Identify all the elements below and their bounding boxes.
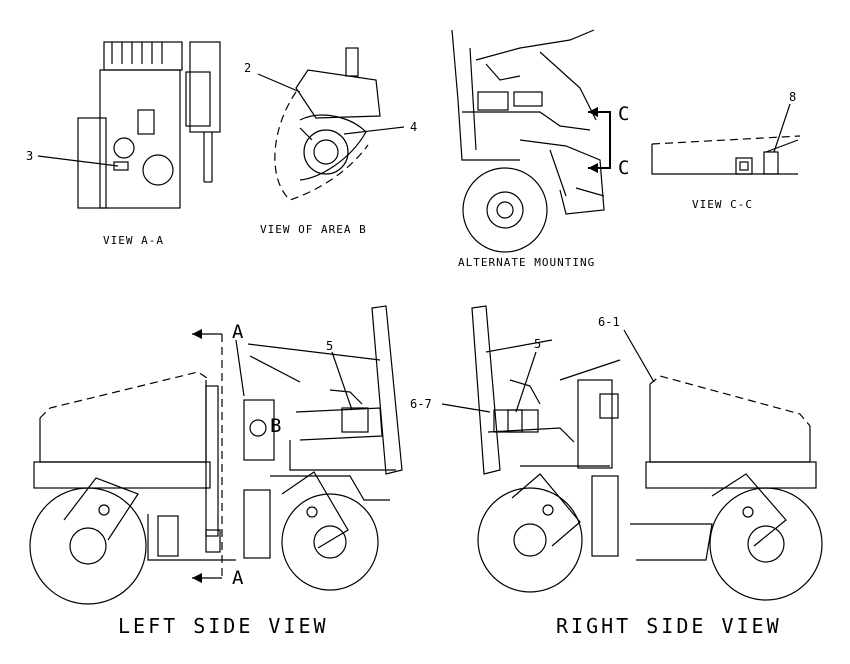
left-side-view-title: LEFT SIDE VIEW — [118, 614, 329, 638]
callout-6-7: 6-7 — [410, 397, 491, 413]
view-area-b-title: VIEW OF AREA B — [260, 223, 367, 236]
section-a-markers: A A B — [192, 321, 281, 589]
area-b-label: B — [270, 415, 281, 437]
callout-6-7-label: 6-7 — [410, 397, 432, 411]
callout-5-right-label: 5 — [534, 337, 541, 351]
callout-2-label: 2 — [244, 61, 251, 75]
callout-8: 8 — [773, 90, 796, 153]
callout-5-right: 5 — [515, 337, 541, 413]
left-side-view-drawing — [29, 305, 403, 605]
section-c-bottom-label: C — [618, 157, 629, 179]
alternate-mounting-drawing — [451, 29, 605, 253]
view-c-c-drawing — [651, 135, 801, 175]
view-area-b-drawing — [274, 47, 381, 201]
callout-3: 3 — [26, 149, 119, 167]
section-a-bottom-label: A — [232, 567, 244, 589]
callout-5-left: 5 — [326, 339, 353, 411]
view-a-a-title: VIEW A-A — [103, 234, 164, 247]
right-side-view-title: RIGHT SIDE VIEW — [556, 614, 782, 638]
section-c-markers: C C — [588, 103, 629, 179]
callout-2: 2 — [244, 61, 301, 93]
callout-6-1-label: 6-1 — [598, 315, 620, 329]
callout-4-label: 4 — [410, 120, 417, 134]
callout-8-label: 8 — [789, 90, 796, 104]
alternate-mounting-title: ALTERNATE MOUNTING — [458, 256, 595, 269]
view-a-a-drawing — [77, 41, 221, 209]
right-side-view-drawing — [471, 305, 823, 601]
section-a-top-label: A — [232, 321, 244, 343]
callout-3-label: 3 — [26, 149, 33, 163]
callout-6-1: 6-1 — [598, 315, 655, 383]
section-c-top-label: C — [618, 103, 629, 125]
callout-4: 4 — [343, 120, 417, 135]
view-c-c-title: VIEW C-C — [692, 198, 753, 211]
callout-5-left-label: 5 — [326, 339, 333, 353]
